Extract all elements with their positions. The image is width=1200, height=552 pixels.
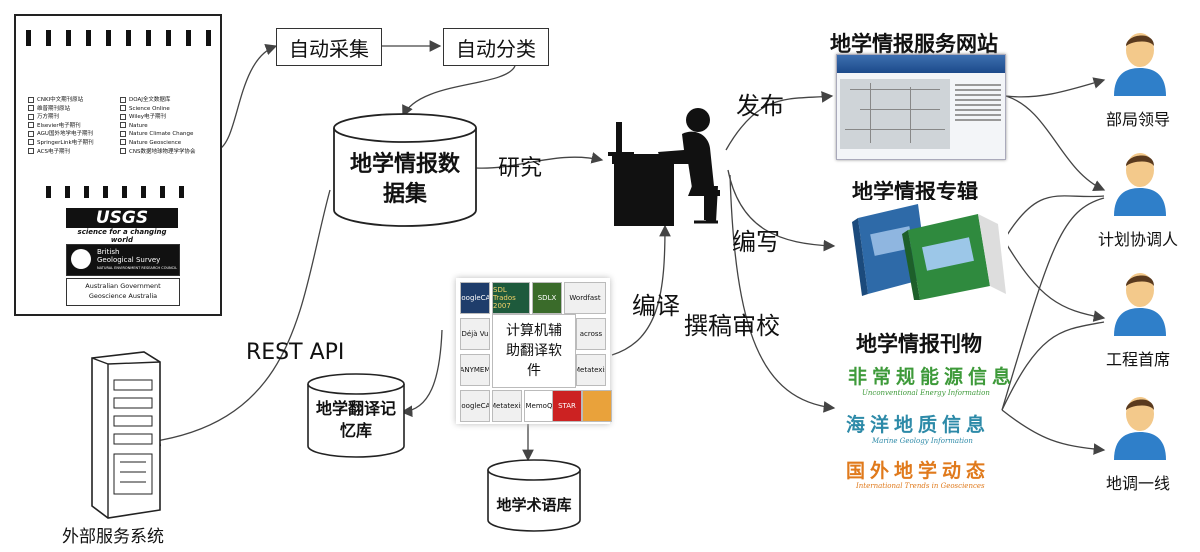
software-tile: across [576, 318, 606, 350]
translate-label: 编译 [632, 292, 680, 320]
arrow-cat-to-researcher [611, 224, 671, 356]
user-label: 工程首席 [1106, 350, 1171, 369]
cat-software-label: 计算机辅 助翻译软 件 [492, 314, 576, 388]
source-item: SpringerLink电子期刊 [28, 139, 116, 148]
software-tile: ANYMEM [460, 354, 490, 386]
journal-title: 非常规能源信息 [848, 366, 1017, 388]
album-books-image [838, 200, 1008, 300]
dataset-label: 地学情报数 据集 [349, 152, 460, 207]
usgs-logo: USGS science for a changing world [66, 206, 178, 244]
bgs-logo: British Geological Survey NATURAL ENVIRO… [66, 244, 180, 276]
arrow-periodical-to-users [1001, 321, 1105, 411]
source-item: AGU国外地学电子期刊 [28, 130, 116, 139]
panel-mid-bars [46, 186, 184, 198]
periodical-title: 地学情报刊物 [856, 332, 982, 356]
software-tile: Metatexis [492, 390, 522, 422]
bgs-emblem-icon [71, 249, 91, 269]
arrow-classify-to-dataset [402, 65, 516, 118]
dataset-cylinder [333, 113, 477, 227]
auto-collect-box: 自动采集 [276, 28, 382, 66]
arrow-researcher-to-website [725, 91, 834, 151]
source-item: CNKI中文期刊原站 [28, 96, 116, 105]
user-label: 地调一线 [1106, 474, 1171, 493]
software-tile: STAR [552, 390, 582, 422]
rest-api-label: REST API [246, 340, 345, 365]
server-icon [91, 351, 161, 519]
source-item: Elsevier电子期刊 [28, 122, 116, 131]
source-item: 万方期刊 [28, 113, 116, 122]
source-item: Nature Geoscience [120, 139, 208, 148]
research-label: 研究 [498, 156, 543, 181]
arrow-dataset-to-researcher [475, 152, 604, 169]
software-tile [582, 390, 612, 422]
cat-software-collage: GoogleCAT SDL Trados 2007 SDLX Wordfast … [456, 278, 612, 424]
software-tile: Déjà Vu [460, 318, 490, 350]
source-item: Wiley电子期刊 [120, 113, 208, 122]
termdb-cylinder [487, 459, 581, 532]
arrow-website-to-users [1005, 77, 1106, 98]
publish-label: 发布 [736, 92, 784, 120]
journal-subtitle: Unconventional Energy Information [862, 389, 990, 397]
arrow-dataset-to-external [148, 189, 331, 447]
source-list: CNKI中文期刊原站 维普期刊原站 万方期刊 Elsevier电子期刊 AGU国… [28, 96, 208, 156]
software-tile: Wordfast [564, 282, 606, 314]
website-screenshot [836, 54, 1006, 160]
journal-title: 国外地学动态 [846, 460, 991, 482]
arrow-researcher-to-periodical [729, 174, 836, 413]
software-tile: GoogleCAT [460, 390, 490, 422]
source-item: CNS数据地球物理学学协会 [120, 148, 208, 157]
arrow-cat-to-memory [400, 329, 443, 418]
arrow-researcher-to-album [727, 169, 836, 252]
arrow-album-to-users [1003, 195, 1105, 241]
researcher-icon [608, 108, 720, 226]
source-item: Science Online [120, 105, 208, 114]
software-tile: SDLX [532, 282, 562, 314]
source-item: DOAJ全文数据库 [120, 96, 208, 105]
data-sources-panel: CNKI中文期刊原站 维普期刊原站 万方期刊 Elsevier电子期刊 AGU国… [14, 14, 222, 316]
software-tile: Metatexis [576, 354, 606, 386]
user-label: 部局领导 [1106, 110, 1171, 129]
journal-subtitle: Marine Geology Information [872, 437, 973, 445]
arrow-sources-to-collect [217, 43, 278, 151]
software-tile: GoogleCAT [460, 282, 490, 314]
source-item: Nature [120, 122, 208, 131]
memory-cylinder [307, 373, 405, 458]
compile-label: 编写 [732, 228, 780, 256]
user-avatar-icon [1114, 273, 1166, 336]
panel-header-bars [26, 30, 211, 46]
website-title: 地学情报服务网站 [830, 32, 998, 56]
source-item: Nature Climate Change [120, 130, 208, 139]
memory-label: 地学翻译记 忆库 [315, 399, 396, 440]
termdb-label: 地学术语库 [496, 496, 572, 514]
external-system-label: 外部服务系统 [62, 527, 164, 547]
write-review-label: 撰稿审校 [684, 312, 780, 340]
software-tile: MemoQ [524, 390, 554, 422]
journal-title: 海洋地质信息 [846, 414, 991, 436]
user-avatar-icon [1114, 153, 1166, 216]
auto-classify-box: 自动分类 [443, 28, 549, 66]
journal-subtitle: International Trends in Geosciences [856, 482, 985, 490]
user-avatar-icon [1114, 397, 1166, 460]
geoscience-australia-logo: Australian Government Geoscience Austral… [66, 278, 180, 306]
source-item: 维普期刊原站 [28, 105, 116, 114]
source-item: ACS电子期刊 [28, 148, 116, 157]
user-avatar-icon [1114, 33, 1166, 96]
user-label: 计划协调人 [1098, 230, 1179, 249]
software-tile: SDL Trados 2007 [492, 282, 530, 314]
